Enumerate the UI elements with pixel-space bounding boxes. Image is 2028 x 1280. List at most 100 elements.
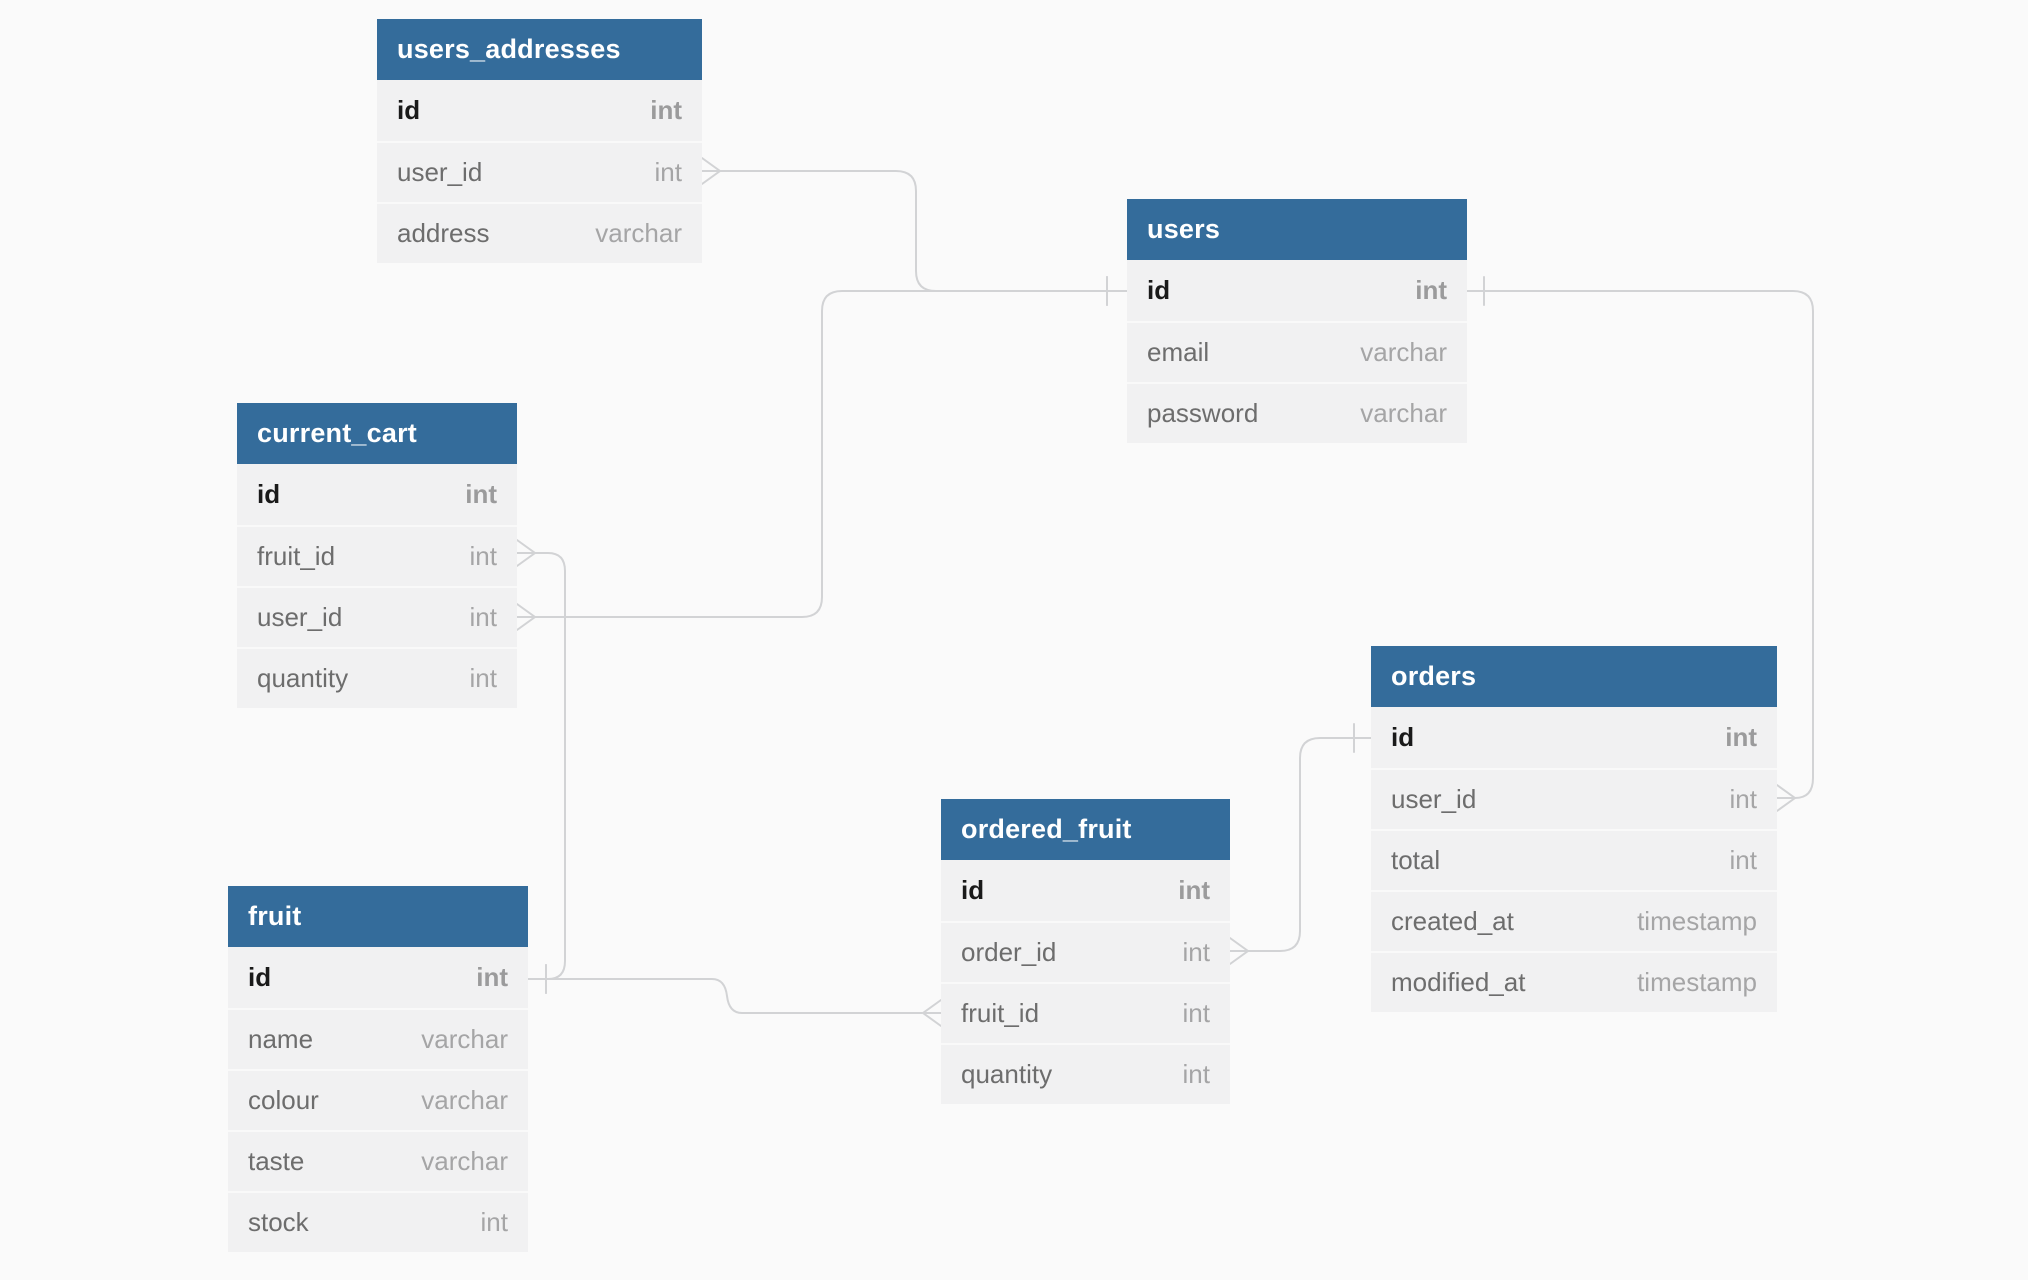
field-name: quantity [961, 1059, 1053, 1089]
field-row-ordered_fruit-id: id int [941, 860, 1230, 921]
table-header-fruit[interactable]: fruit [228, 886, 528, 947]
field-type: int [1415, 275, 1447, 305]
field-row-current_cart-quantity: quantity int [237, 647, 517, 708]
field-row-orders-created_at: created_at timestamp [1371, 890, 1777, 951]
field-name: stock [248, 1207, 309, 1237]
table-header-users[interactable]: users [1127, 199, 1467, 260]
field-name: colour [248, 1085, 319, 1115]
table-title: fruit [248, 901, 302, 931]
field-type: int [1725, 722, 1757, 752]
crow-foot-many-marker [1229, 937, 1250, 965]
field-name: id [961, 875, 985, 905]
field-type: varchar [1360, 337, 1447, 367]
relationship-line [717, 170, 1128, 292]
field-row-orders-user_id: user_id int [1371, 768, 1777, 829]
field-name: id [257, 479, 281, 509]
field-name: quantity [257, 663, 349, 693]
field-type: int [654, 157, 682, 187]
table-header-orders[interactable]: orders [1371, 646, 1777, 707]
field-name: fruit_id [257, 541, 336, 571]
relationship-ordered_fruit-fruit_id--fruit-id [527, 964, 942, 1027]
table-title: users_addresses [397, 34, 621, 64]
field-name: order_id [961, 937, 1057, 967]
field-type: int [1182, 1059, 1210, 1089]
relationship-line [527, 978, 923, 1014]
field-name: taste [248, 1146, 305, 1176]
relationship-line [1466, 290, 1814, 799]
relationship-users_addresses-user_id--users-id [701, 157, 1128, 306]
table-title: users [1147, 214, 1221, 244]
relationship-line [534, 290, 1128, 618]
table-header-current_cart[interactable]: current_cart [237, 403, 517, 464]
table-title: current_cart [257, 418, 417, 448]
crow-foot-many-marker [516, 539, 537, 567]
field-row-fruit-id: id int [228, 947, 528, 1008]
field-row-current_cart-user_id: user_id int [237, 586, 517, 647]
relationship-line [1247, 737, 1372, 952]
field-row-users_addresses-id: id int [377, 80, 702, 141]
field-name: user_id [1391, 784, 1477, 814]
field-name: id [1147, 275, 1171, 305]
table-users[interactable]: users id int email varchar password varchar [1127, 199, 1467, 443]
crow-foot-many-marker [701, 157, 722, 185]
field-type: timestamp [1637, 906, 1757, 936]
field-name: email [1147, 337, 1210, 367]
field-row-fruit-colour: colour varchar [228, 1069, 528, 1130]
field-type: int [1182, 937, 1210, 967]
field-name: address [397, 218, 490, 248]
field-row-orders-total: total int [1371, 829, 1777, 890]
field-name: user_id [397, 157, 483, 187]
field-type: varchar [1360, 398, 1447, 428]
field-name: user_id [257, 602, 343, 632]
field-row-ordered_fruit-quantity: quantity int [941, 1043, 1230, 1104]
field-name: id [397, 95, 421, 125]
field-type: int [1182, 998, 1210, 1028]
field-name: password [1147, 398, 1259, 428]
field-type: int [469, 602, 497, 632]
field-name: total [1391, 845, 1441, 875]
field-row-users_addresses-user_id: user_id int [377, 141, 702, 202]
crow-foot-many-marker [921, 999, 942, 1027]
field-name: name [248, 1024, 314, 1054]
field-type: varchar [421, 1024, 508, 1054]
relationship-ordered_fruit-order_id--orders-id [1229, 723, 1372, 965]
table-title: ordered_fruit [961, 814, 1132, 844]
field-name: fruit_id [961, 998, 1040, 1028]
table-header-ordered_fruit[interactable]: ordered_fruit [941, 799, 1230, 860]
field-name: created_at [1391, 906, 1514, 936]
relationship-orders-user_id--users-id [1466, 276, 1814, 812]
field-name: id [248, 962, 272, 992]
table-header-users_addresses[interactable]: users_addresses [377, 19, 702, 80]
crow-foot-many-marker [516, 603, 537, 631]
field-type: int [650, 95, 682, 125]
field-row-ordered_fruit-fruit_id: fruit_id int [941, 982, 1230, 1043]
field-row-users-password: password varchar [1127, 382, 1467, 443]
field-type: int [1729, 845, 1757, 875]
field-row-fruit-name: name varchar [228, 1008, 528, 1069]
field-type: varchar [421, 1085, 508, 1115]
field-type: int [1178, 875, 1210, 905]
field-type: int [465, 479, 497, 509]
field-row-ordered_fruit-order_id: order_id int [941, 921, 1230, 982]
field-type: int [476, 962, 508, 992]
crow-foot-many-marker [1776, 784, 1797, 812]
table-fruit[interactable]: fruit id int name varchar colour varchar taste v… [228, 886, 528, 1252]
relationship-current_cart-user_id--users-id [516, 276, 1128, 631]
field-type: int [469, 663, 497, 693]
field-type: varchar [421, 1146, 508, 1176]
field-type: timestamp [1637, 967, 1757, 997]
field-row-current_cart-id: id int [237, 464, 517, 525]
field-row-users-email: email varchar [1127, 321, 1467, 382]
table-title: orders [1391, 661, 1477, 691]
field-type: int [1729, 784, 1757, 814]
